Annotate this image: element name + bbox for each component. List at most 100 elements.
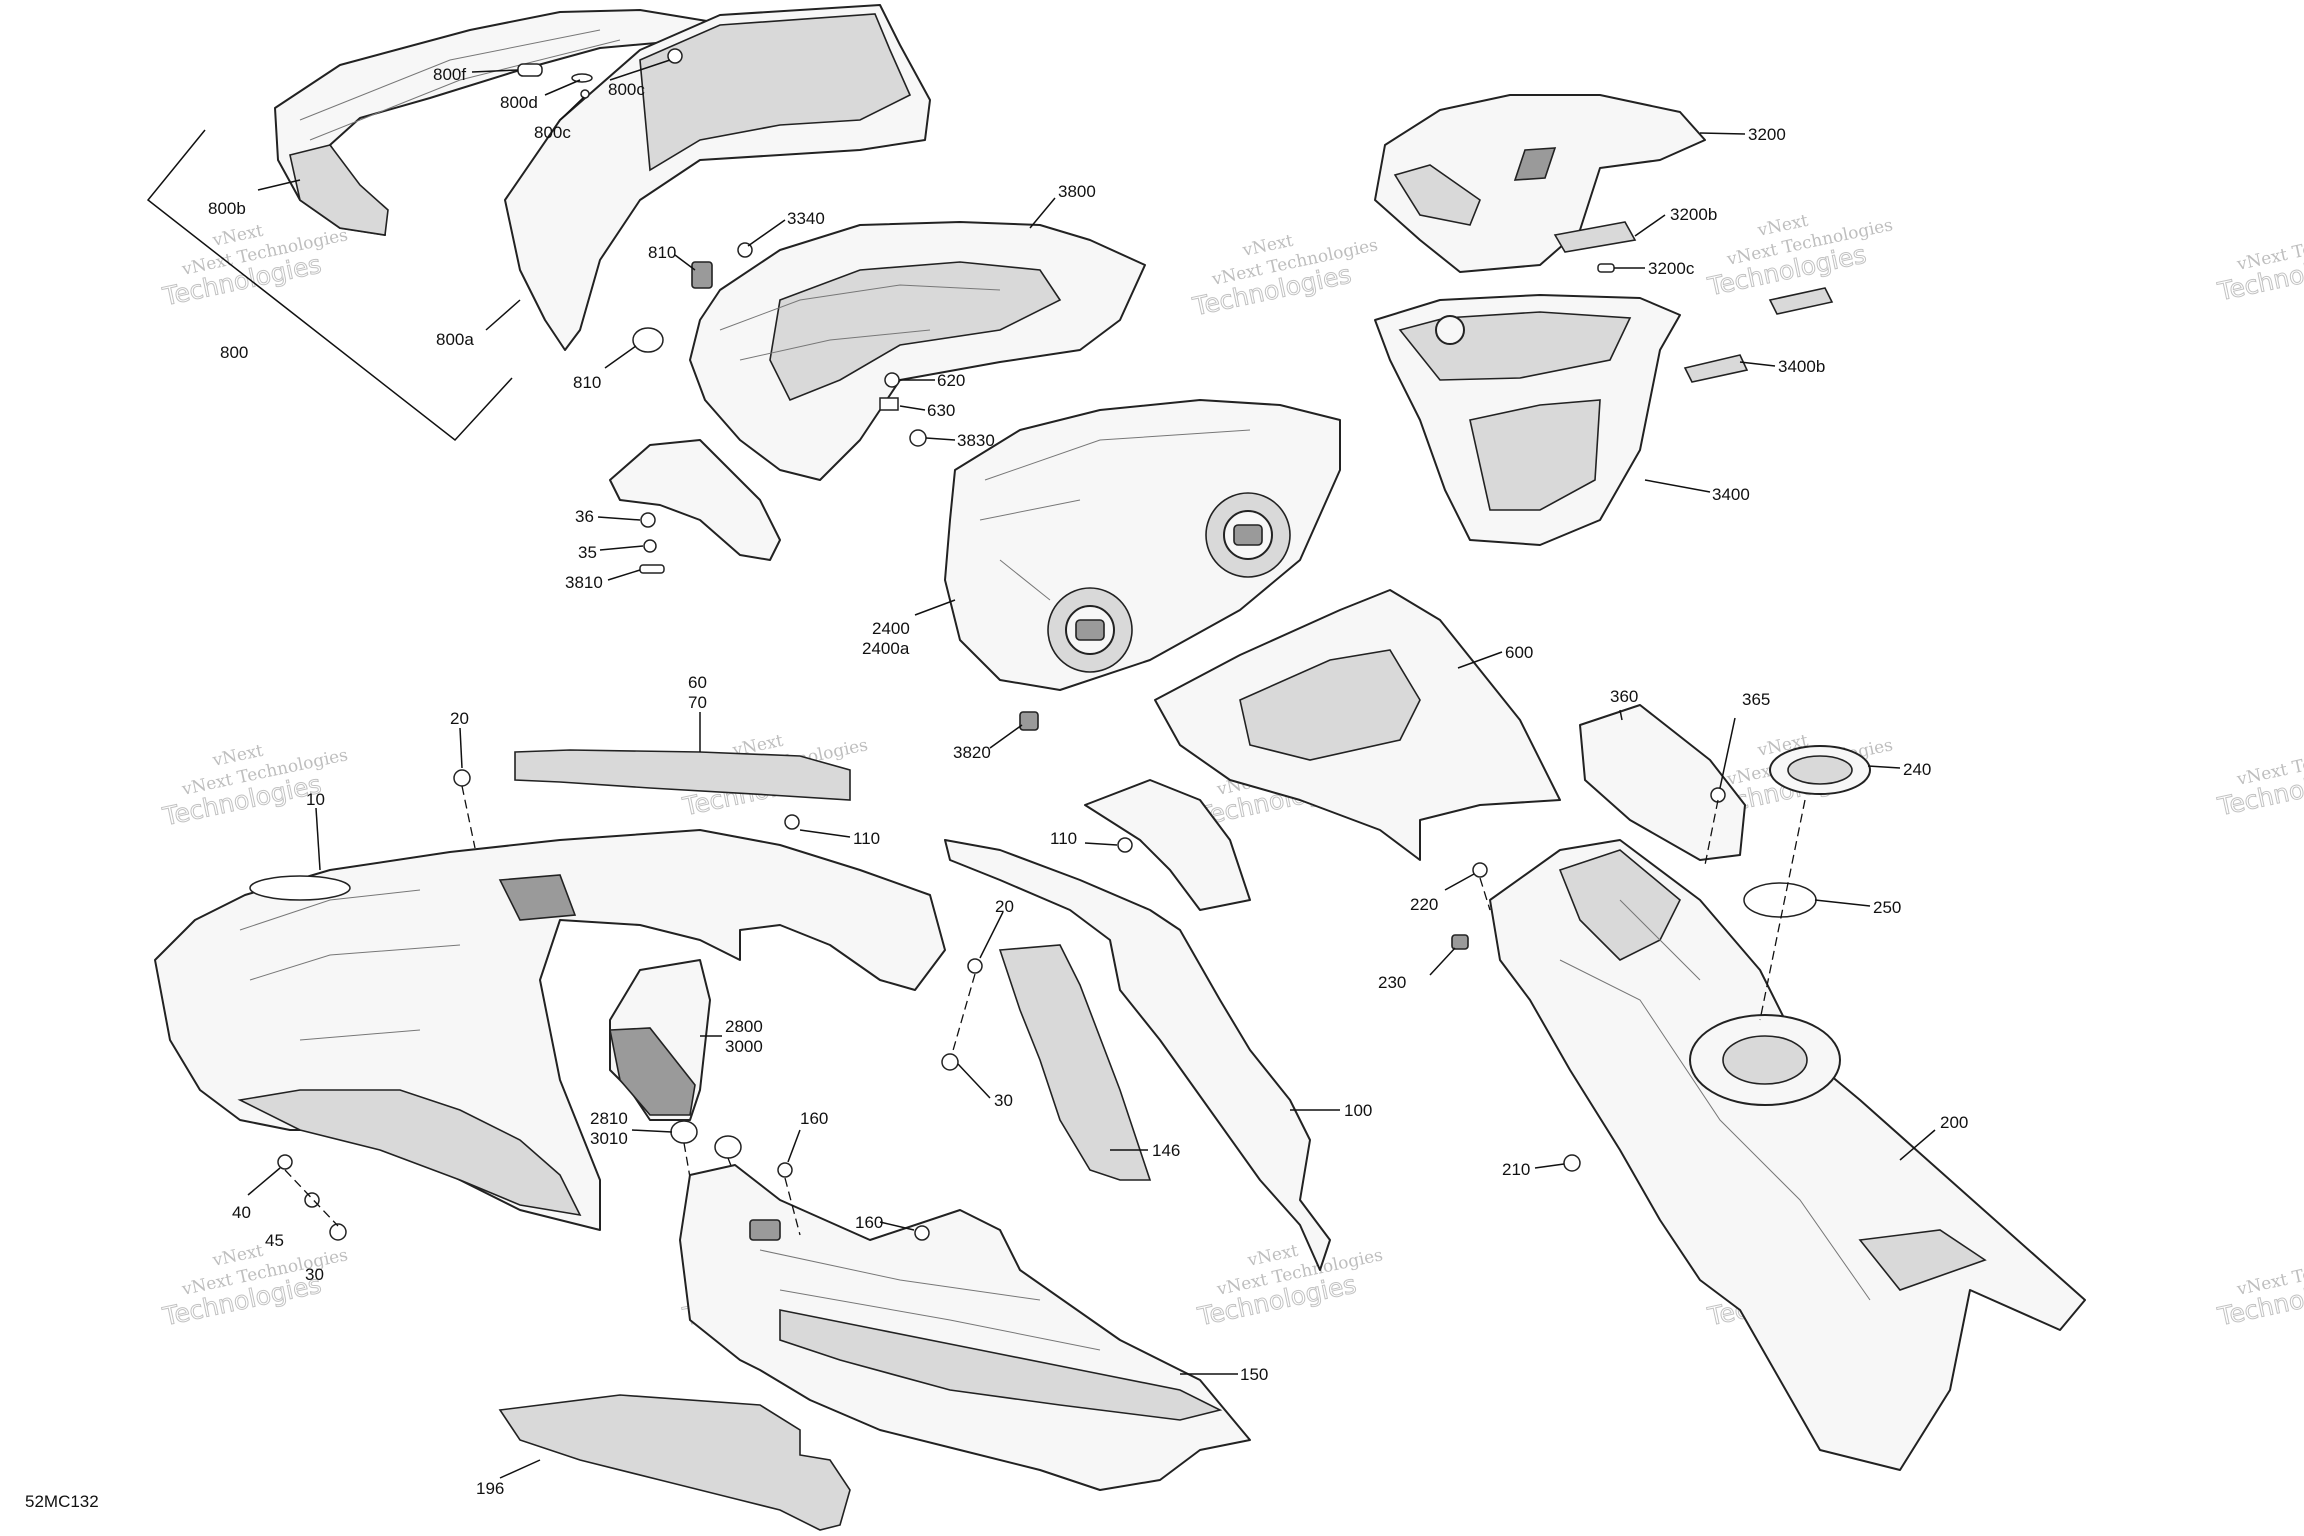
part-100-upper-bracket — [1084, 779, 1251, 911]
part-10-vent — [498, 874, 577, 921]
watermark-3: vNext vNext Technologies Technologies — [1704, 211, 1895, 302]
callout-360: 360 — [1610, 687, 1638, 706]
leader-600 — [1457, 651, 1503, 669]
part-3800-detail — [719, 284, 1001, 361]
watermark-10: vNext vNext Technologies Technologies — [159, 1241, 350, 1332]
leader-3340 — [747, 219, 786, 247]
leader-3400 — [1644, 479, 1711, 493]
dash-40 — [284, 1169, 339, 1227]
leader-36 — [597, 516, 641, 521]
leader-800a — [485, 299, 521, 331]
part-2400-left-lamp — [1047, 587, 1133, 673]
part-3200b-latch — [1553, 221, 1637, 253]
watermark-12: vNext vNext Technologies Technologies — [1194, 1241, 1385, 1332]
leader-40 — [247, 1167, 281, 1196]
leader-30-a — [957, 1063, 991, 1099]
leader-230 — [1429, 947, 1456, 976]
part-10-assembly: 60 70 20 10 110 20 30 40 45 30 — [154, 673, 1014, 1284]
part-3400b-foam-strip-lower — [1683, 354, 1749, 383]
callout-810-a: 810 — [648, 243, 676, 262]
part-200-detail — [1559, 899, 1871, 1301]
leader-630 — [899, 405, 926, 411]
callout-3200c: 3200c — [1648, 259, 1695, 278]
callout-150: 150 — [1240, 1365, 1268, 1384]
part-200-tank-body — [1489, 839, 2086, 1471]
watermark-9: vNext Technologies Technologies — [2214, 735, 2304, 822]
callout-365: 365 — [1742, 690, 1770, 709]
callout-240: 240 — [1903, 760, 1931, 779]
part-800b-side-piece — [289, 144, 389, 236]
part-2800-assembly: 2800 3000 2810 3010 — [590, 959, 763, 1241]
part-800a-windshield-tint — [639, 13, 912, 172]
callout-630: 630 — [927, 401, 955, 420]
part-3000-grille-mesh — [609, 1027, 696, 1116]
leader-3810 — [607, 569, 641, 581]
part-160-screw-a — [777, 1162, 793, 1178]
part-810-clip-upper — [691, 261, 713, 289]
part-20-screw-a — [453, 769, 471, 787]
callout-800: 800 — [220, 343, 248, 362]
part-3830-nut — [909, 429, 927, 447]
callout-3000: 3000 — [725, 1037, 763, 1056]
leader-3800 — [1029, 197, 1056, 229]
leader-20-a — [459, 727, 463, 769]
callout-60: 60 — [688, 673, 707, 692]
part-620-screw — [884, 372, 900, 388]
part-3800-lower-bracket — [609, 439, 781, 561]
leader-250 — [1814, 899, 1871, 907]
part-630-clip — [879, 397, 899, 411]
callout-100: 100 — [1344, 1101, 1372, 1120]
part-800f-bushing — [517, 63, 543, 77]
part-800-assembly: 800f 800d 800c 800c 800b 800 800a — [146, 4, 931, 442]
callout-30-a: 30 — [994, 1091, 1013, 1110]
part-2400-inner-frame — [979, 429, 1251, 601]
leader-196 — [499, 1459, 541, 1479]
dash-fuel-cap-axis — [1759, 799, 1806, 1021]
callout-600: 600 — [1505, 643, 1533, 662]
part-150-assembly: 160 160 150 196 — [476, 1109, 1268, 1531]
leader-810-a — [674, 254, 696, 271]
part-60-70-foam-strip — [514, 749, 851, 801]
part-800c-screw-lower — [580, 89, 590, 99]
watermark-14: vNext Technologies Technologies — [2214, 1245, 2304, 1332]
callout-3340: 3340 — [787, 209, 825, 228]
callout-20-b: 20 — [995, 897, 1014, 916]
part-200-filler-opening — [1722, 1035, 1808, 1085]
part-3800-assembly: 3340 810 810 3800 620 630 3830 36 35 381… — [565, 182, 1146, 592]
part-360-side-cover — [1579, 704, 1746, 861]
leader-110-a — [799, 829, 851, 838]
part-800c-screw — [667, 48, 683, 64]
callout-3010: 3010 — [590, 1129, 628, 1148]
callout-2800: 2800 — [725, 1017, 763, 1036]
part-160-screw-b — [914, 1225, 930, 1241]
leader-160-b — [879, 1221, 915, 1231]
callout-3400: 3400 — [1712, 485, 1750, 504]
callout-800c-a: 800c — [608, 80, 645, 99]
callout-20-a: 20 — [450, 709, 469, 728]
part-20-screw-b — [967, 958, 983, 974]
group-800-bracket-line — [146, 129, 513, 442]
dash-220 — [1479, 877, 1491, 911]
part-3010-grommet-b — [714, 1135, 742, 1159]
dash-20-a — [461, 785, 476, 849]
leader-3200b — [1634, 214, 1666, 237]
part-3820-connector — [1019, 711, 1039, 731]
part-110-screw-b — [1117, 837, 1133, 853]
leader-800d — [544, 79, 581, 96]
leader-200 — [1899, 1129, 1936, 1161]
leader-35 — [599, 545, 644, 551]
part-3200c-screw — [1597, 263, 1615, 273]
callout-3800: 3800 — [1058, 182, 1096, 201]
callout-2400a: 2400a — [862, 639, 910, 658]
part-10-side-panel — [237, 1089, 582, 1217]
callout-210: 210 — [1502, 1160, 1530, 1179]
callout-3820: 3820 — [953, 743, 991, 762]
callout-70: 70 — [688, 693, 707, 712]
callout-230: 230 — [1378, 973, 1406, 992]
part-110-screw-a — [784, 814, 800, 830]
part-100-assembly: 110 100 146 — [944, 779, 1372, 1271]
part-810-grommet-lower — [632, 327, 664, 353]
leader-800c-a — [609, 59, 671, 81]
part-3400b-foam-strip-upper — [1768, 287, 1834, 315]
